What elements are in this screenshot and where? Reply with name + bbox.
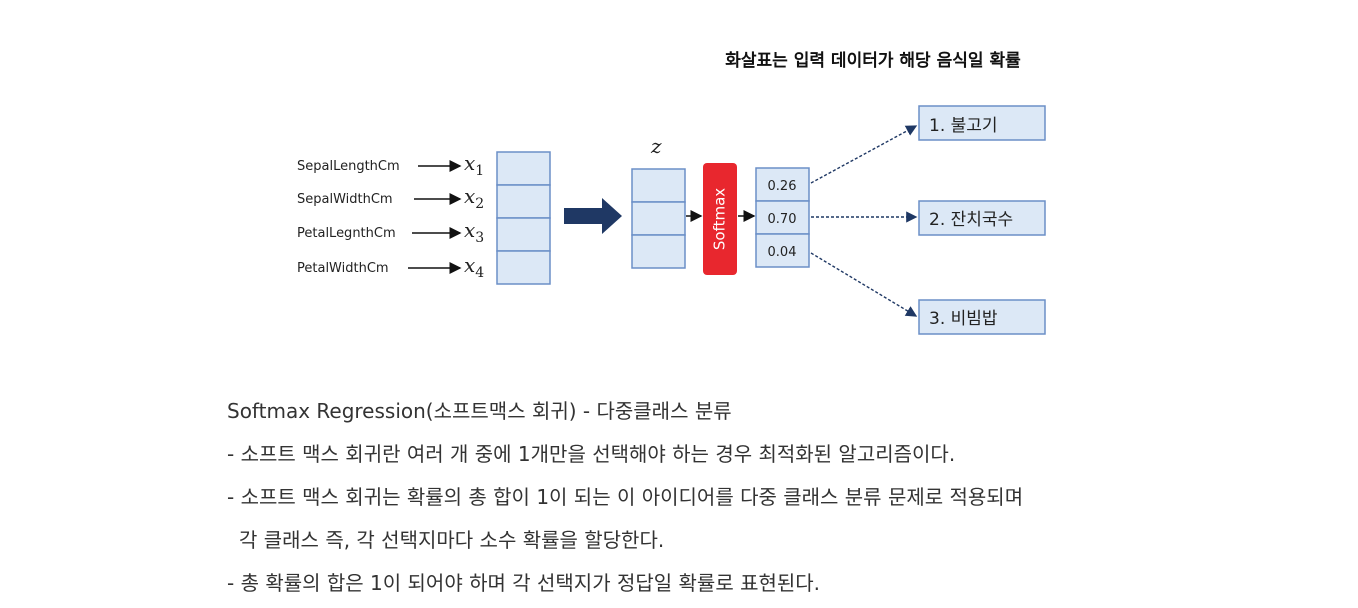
transform-arrow-icon bbox=[564, 198, 622, 234]
feature-row: PetalWidthCm x4 bbox=[297, 253, 484, 281]
z-cell bbox=[631, 201, 686, 236]
z-cell bbox=[631, 234, 686, 269]
description-text: Softmax Regression(소프트맥스 회귀) - 다중클래스 분류 … bbox=[227, 393, 1227, 608]
class-label: 1. 불고기 bbox=[929, 116, 998, 136]
probability-cell bbox=[755, 200, 810, 235]
class-box bbox=[918, 105, 1046, 141]
description-line: - 소프트 맥스 회귀는 확률의 총 합이 1이 되는 이 아이디어를 다중 클… bbox=[227, 485, 1024, 509]
input-vector bbox=[496, 151, 551, 285]
z-label: z bbox=[650, 134, 662, 158]
feature-label: SepalLengthCm bbox=[297, 159, 400, 174]
section-title: Softmax Regression(소프트맥스 회귀) - 다중클래스 분류 bbox=[227, 399, 732, 423]
z-cell bbox=[631, 168, 686, 203]
feature-row: PetalLegnthCm x3 bbox=[297, 218, 484, 246]
diagram-caption: 화살표는 입력 데이터가 해당 음식일 확률 bbox=[725, 51, 1021, 71]
feature-row: SepalWidthCm x2 bbox=[297, 184, 484, 212]
description-line: - 총 확률의 합은 1이 되어야 하며 각 선택지가 정답일 확률로 표현된다… bbox=[227, 571, 821, 595]
softmax-block bbox=[703, 163, 737, 275]
feature-label: PetalWidthCm bbox=[297, 261, 389, 276]
class-box bbox=[918, 299, 1046, 335]
description-line: - 소프트 맥스 회귀란 여러 개 중에 1개만을 선택해야 하는 경우 최적화… bbox=[227, 442, 956, 466]
probability-value: 0.04 bbox=[768, 245, 797, 260]
feature-variable: x4 bbox=[464, 253, 484, 281]
class-arrow bbox=[810, 252, 918, 317]
feature-row: SepalLengthCm x1 bbox=[297, 151, 484, 179]
class-list: 1. 불고기 2. 잔치국수 3. 비빔밥 bbox=[918, 105, 1046, 335]
softmax-diagram: 화살표는 입력 데이터가 해당 음식일 확률 SepalLengthCm x1 … bbox=[297, 51, 1046, 335]
probability-cell bbox=[755, 233, 810, 268]
softmax-label: Softmax bbox=[711, 188, 729, 250]
class-box bbox=[918, 200, 1046, 236]
class-label: 2. 잔치국수 bbox=[929, 210, 1013, 230]
probability-vector: 0.26 0.70 0.04 bbox=[755, 167, 810, 268]
input-cell bbox=[496, 250, 551, 285]
feature-variable: x3 bbox=[464, 218, 484, 246]
description-line: 각 클래스 즉, 각 선택지마다 소수 확률을 할당한다. bbox=[239, 528, 665, 552]
probability-value: 0.70 bbox=[768, 212, 797, 227]
probability-value: 0.26 bbox=[768, 179, 797, 194]
input-cell bbox=[496, 151, 551, 186]
feature-variable: x1 bbox=[464, 151, 484, 179]
probability-cell bbox=[755, 167, 810, 202]
z-vector bbox=[631, 168, 686, 269]
class-arrow bbox=[810, 125, 918, 184]
input-cell bbox=[496, 217, 551, 252]
feature-list: SepalLengthCm x1 SepalWidthCm x2 PetalLe… bbox=[297, 151, 484, 281]
feature-label: SepalWidthCm bbox=[297, 192, 393, 207]
feature-label: PetalLegnthCm bbox=[297, 226, 396, 241]
class-label: 3. 비빔밥 bbox=[929, 309, 998, 329]
feature-variable: x2 bbox=[464, 184, 484, 212]
input-cell bbox=[496, 184, 551, 219]
